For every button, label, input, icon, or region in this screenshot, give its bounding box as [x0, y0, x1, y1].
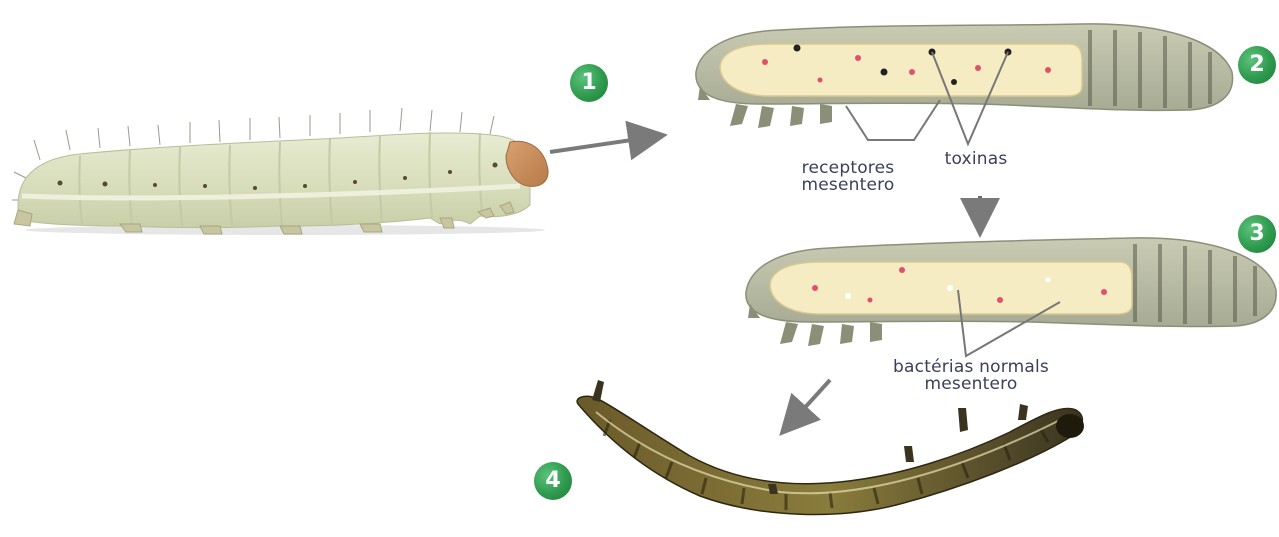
label-toxinas: toxinas	[926, 151, 1026, 168]
label-bacterias-line2: mesentero	[856, 376, 1086, 393]
label-receptores-line2: mesentero	[778, 177, 918, 194]
larva-dead	[577, 380, 1084, 514]
arrow-3-to-4	[790, 380, 830, 424]
larva-healthy	[12, 108, 548, 235]
step-badge-2: 2	[1238, 46, 1276, 84]
arrow-1-to-2	[550, 137, 652, 152]
step-badge-4: 4	[534, 462, 572, 500]
label-bacterias: bactérias normals mesentero	[856, 359, 1086, 393]
step-badge-3: 3	[1238, 215, 1276, 253]
larva-cutaway-bacteria	[746, 238, 1276, 356]
label-receptores: receptores mesentero	[778, 160, 918, 194]
larva-cutaway-toxins	[696, 24, 1233, 144]
step-badge-1: 1	[570, 64, 608, 102]
